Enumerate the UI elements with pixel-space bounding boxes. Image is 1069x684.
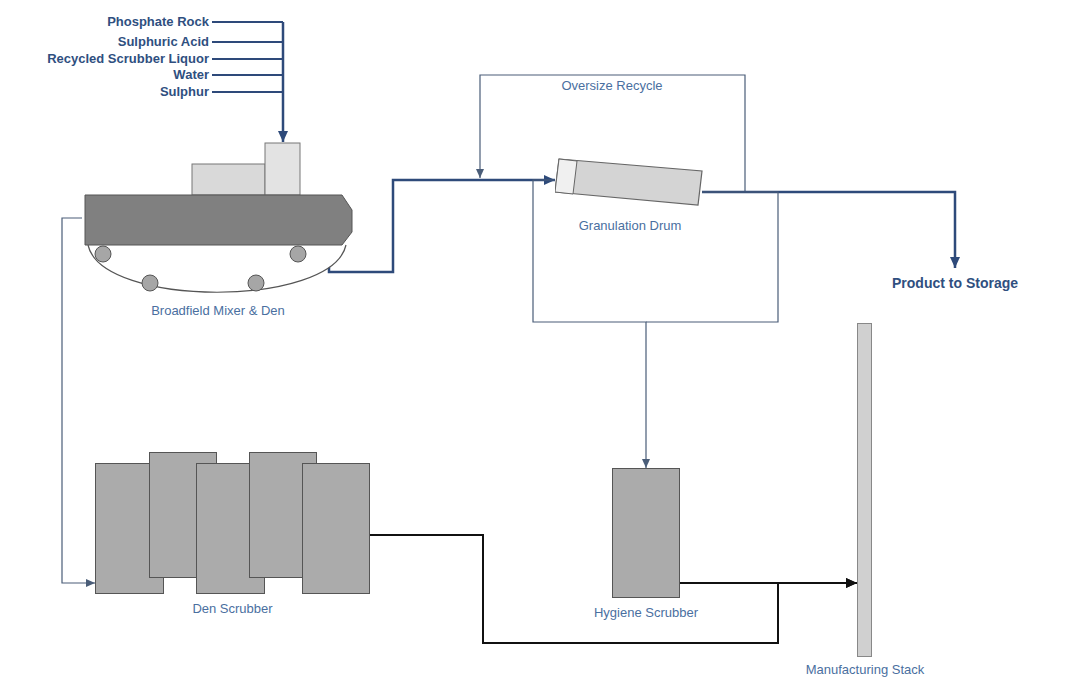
drum-shell (555, 159, 702, 205)
roller (142, 275, 158, 291)
node-label: Hygiene Scrubber (582, 605, 710, 621)
den-body (85, 195, 352, 245)
roller (290, 246, 306, 262)
node-label: Granulation Drum (555, 218, 705, 234)
scrubber-illustration (95, 452, 370, 594)
feed-chute (265, 143, 300, 195)
drum-illustration (555, 155, 705, 207)
feed-label: Water (173, 67, 209, 83)
node-label: Broadfield Mixer & Den (82, 303, 354, 319)
edge-label: Oversize Recycle (558, 78, 665, 94)
product-line (702, 192, 955, 268)
feed-label: Phosphate Rock (107, 14, 209, 30)
mixer-illustration (82, 140, 354, 300)
hood-line (646, 192, 778, 322)
roller (248, 275, 264, 291)
den-trough (88, 245, 346, 292)
stack-shape (857, 323, 872, 657)
feed-lines (212, 22, 283, 142)
product-label: Product to Storage (892, 275, 1018, 291)
scrubber-vessel (612, 468, 680, 598)
roller (95, 246, 111, 262)
mixer-hopper (192, 164, 265, 195)
scrubber-vessel (303, 464, 370, 594)
feed-label: Recycled Scrubber Liquor (47, 51, 209, 67)
node-label: Den Scrubber (95, 601, 370, 617)
flow-connector (680, 582, 857, 584)
drum-end (555, 159, 577, 194)
feed-label: Sulphuric Acid (118, 34, 209, 50)
flow-connector (62, 218, 95, 583)
flow-connector (329, 180, 555, 272)
node-label: Manufacturing Stack (790, 662, 940, 678)
feed-label: Sulphur (160, 84, 209, 100)
